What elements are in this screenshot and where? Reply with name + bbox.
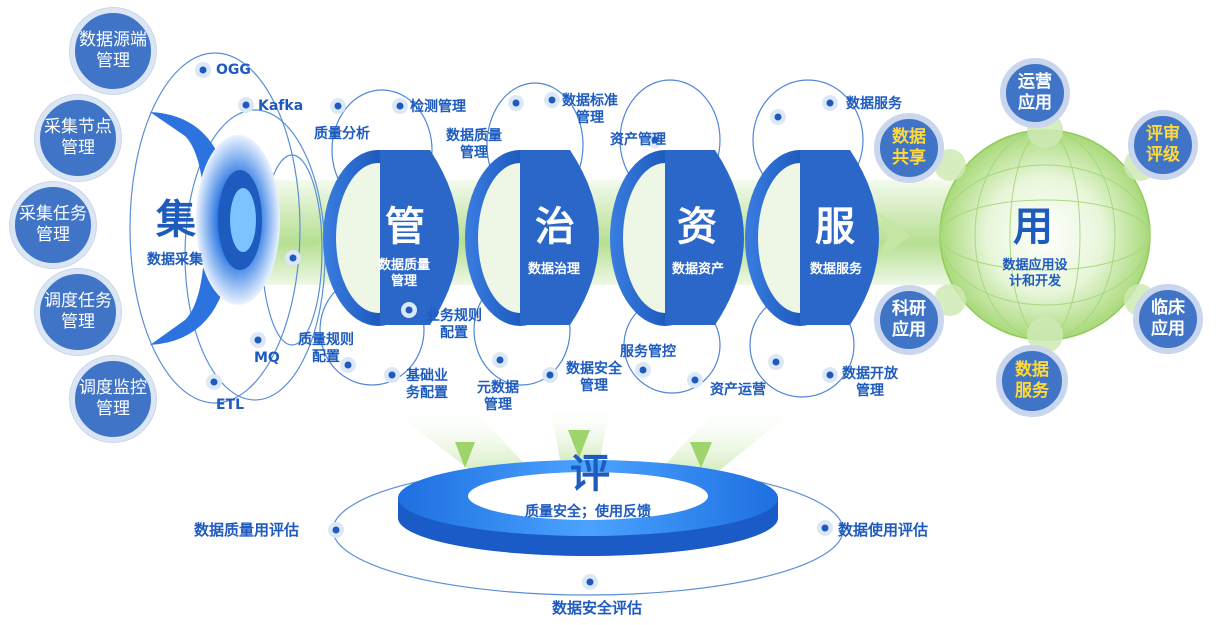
collect-item-ogg: OGG xyxy=(216,62,251,78)
data-service-circle: 数据服务 xyxy=(996,345,1068,417)
clinical-app-circle: 临床应用 xyxy=(1133,284,1203,354)
line1: 科研 xyxy=(892,299,926,319)
line2: 配置 xyxy=(312,349,340,365)
stage-orbits xyxy=(319,79,864,398)
eval-right-label: 数据使用评估 xyxy=(838,521,929,539)
eval-left-label: 数据质量用评估 xyxy=(194,521,300,539)
stage-govern-title: 治 xyxy=(535,204,575,250)
line2: 管理 xyxy=(576,110,604,126)
circle-line1: 调度任务 xyxy=(44,291,112,311)
task-mgmt-circle: 采集任务管理 xyxy=(10,182,96,268)
line1: 运营 xyxy=(1018,72,1052,92)
label-security-mgmt: 数据安全管理 xyxy=(566,361,622,395)
circle-line2: 管理 xyxy=(96,51,130,71)
stage-govern-sub: 数据治理 xyxy=(527,262,580,277)
circle-line2: 管理 xyxy=(61,312,95,332)
line1: 质量规则 xyxy=(298,332,354,348)
line2: 管理 xyxy=(484,397,512,413)
label-detect-mgmt: 检测管理 xyxy=(410,99,466,115)
node-mgmt-circle: 采集节点管理 xyxy=(35,95,121,181)
ops-app-circle: 运营应用 xyxy=(1000,58,1070,128)
source-mgmt-circle: 数据源端管理 xyxy=(70,8,156,94)
line2: 共享 xyxy=(892,148,926,168)
line1: 评审 xyxy=(1146,124,1180,144)
line1: 数据标准 xyxy=(562,93,618,109)
stage-cylinders xyxy=(323,150,879,326)
schedule-monitor-circle: 调度监控管理 xyxy=(70,356,156,442)
line1: 临床 xyxy=(1151,298,1185,318)
circle-line2: 管理 xyxy=(61,138,95,158)
stage-asset-title: 资 xyxy=(677,204,717,250)
evaluate-title: 评 xyxy=(570,451,610,497)
schedule-task-circle: 调度任务管理 xyxy=(35,269,121,355)
data-share-circle: 数据共享 xyxy=(874,113,944,183)
label-quality-analysis: 质量分析 xyxy=(314,126,370,142)
line1: 数据 xyxy=(1015,360,1049,380)
line2: 应用 xyxy=(1151,319,1185,339)
label-data-service: 数据服务 xyxy=(846,96,902,112)
collect-title: 集 xyxy=(156,197,196,243)
use-sub: 数据应用设计和开发 xyxy=(990,258,1080,290)
eval-bottom-label: 数据安全评估 xyxy=(552,599,643,617)
line2: 管理 xyxy=(856,383,884,399)
line2: 配置 xyxy=(440,325,468,341)
sub-line2: 管理 xyxy=(390,274,417,289)
circle-line1: 数据源端 xyxy=(79,30,147,50)
label-quality-rule: 质量规则配置 xyxy=(298,332,354,366)
line1: 数据 xyxy=(892,127,926,147)
line2: 计和开发 xyxy=(1008,274,1061,289)
sub-line1: 数据质量 xyxy=(377,258,430,273)
research-app-circle: 科研应用 xyxy=(874,285,944,355)
label-basic-business: 基础业务配置 xyxy=(406,368,448,402)
review-rating-circle: 评审评级 xyxy=(1128,110,1198,180)
label-data-open: 数据开放管理 xyxy=(842,366,898,400)
evaluate-sub: 质量安全；使用反馈 xyxy=(525,504,651,520)
line1: 数据应用设 xyxy=(1002,258,1068,273)
stage-manage-sub: 数据质量管理 xyxy=(366,258,442,290)
stage-manage-title: 管 xyxy=(385,204,425,250)
label-service-ctrl: 服务管控 xyxy=(620,344,676,360)
circle-line2: 管理 xyxy=(36,225,70,245)
label-asset-ops: 资产运营 xyxy=(710,382,766,398)
line1: 基础业 xyxy=(406,368,448,384)
label-dq-mgmt: 数据质量管理 xyxy=(446,128,502,162)
line2: 管理 xyxy=(580,378,608,394)
evaluate-ring xyxy=(332,460,844,596)
label-business-rule: 业务规则配置 xyxy=(426,308,482,342)
collect-item-etl: ETL xyxy=(216,397,245,413)
circle-line1: 采集节点 xyxy=(44,117,112,137)
circle-line1: 调度监控 xyxy=(79,378,147,398)
circle-line1: 采集任务 xyxy=(19,204,87,224)
line1: 数据质量 xyxy=(446,128,502,144)
line2: 应用 xyxy=(892,320,926,340)
circle-line2: 管理 xyxy=(96,399,130,419)
collect-device xyxy=(129,52,326,404)
line2: 管理 xyxy=(460,145,488,161)
label-asset-mgmt: 资产管理 xyxy=(610,132,666,148)
line2: 评级 xyxy=(1146,145,1180,165)
collect-item-kafka: Kafka xyxy=(258,98,304,114)
line1: 业务规则 xyxy=(426,308,482,324)
stage-asset-sub: 数据资产 xyxy=(671,262,724,277)
orbit-dots xyxy=(195,62,838,590)
line2: 务配置 xyxy=(406,385,448,401)
stage-service-sub: 数据服务 xyxy=(809,262,862,277)
line2: 服务 xyxy=(1015,381,1049,401)
collect-sub: 数据采集 xyxy=(147,252,203,268)
label-meta-mgmt: 元数据管理 xyxy=(477,380,519,414)
line2: 应用 xyxy=(1018,93,1052,113)
line1: 数据开放 xyxy=(842,366,898,382)
line1: 数据安全 xyxy=(566,361,622,377)
line1: 元数据 xyxy=(477,380,519,396)
stage-service-title: 服 xyxy=(815,204,855,250)
use-title: 用 xyxy=(1013,204,1053,250)
collect-item-mq: MQ xyxy=(254,350,280,366)
label-std-mgmt: 数据标准管理 xyxy=(562,93,618,127)
